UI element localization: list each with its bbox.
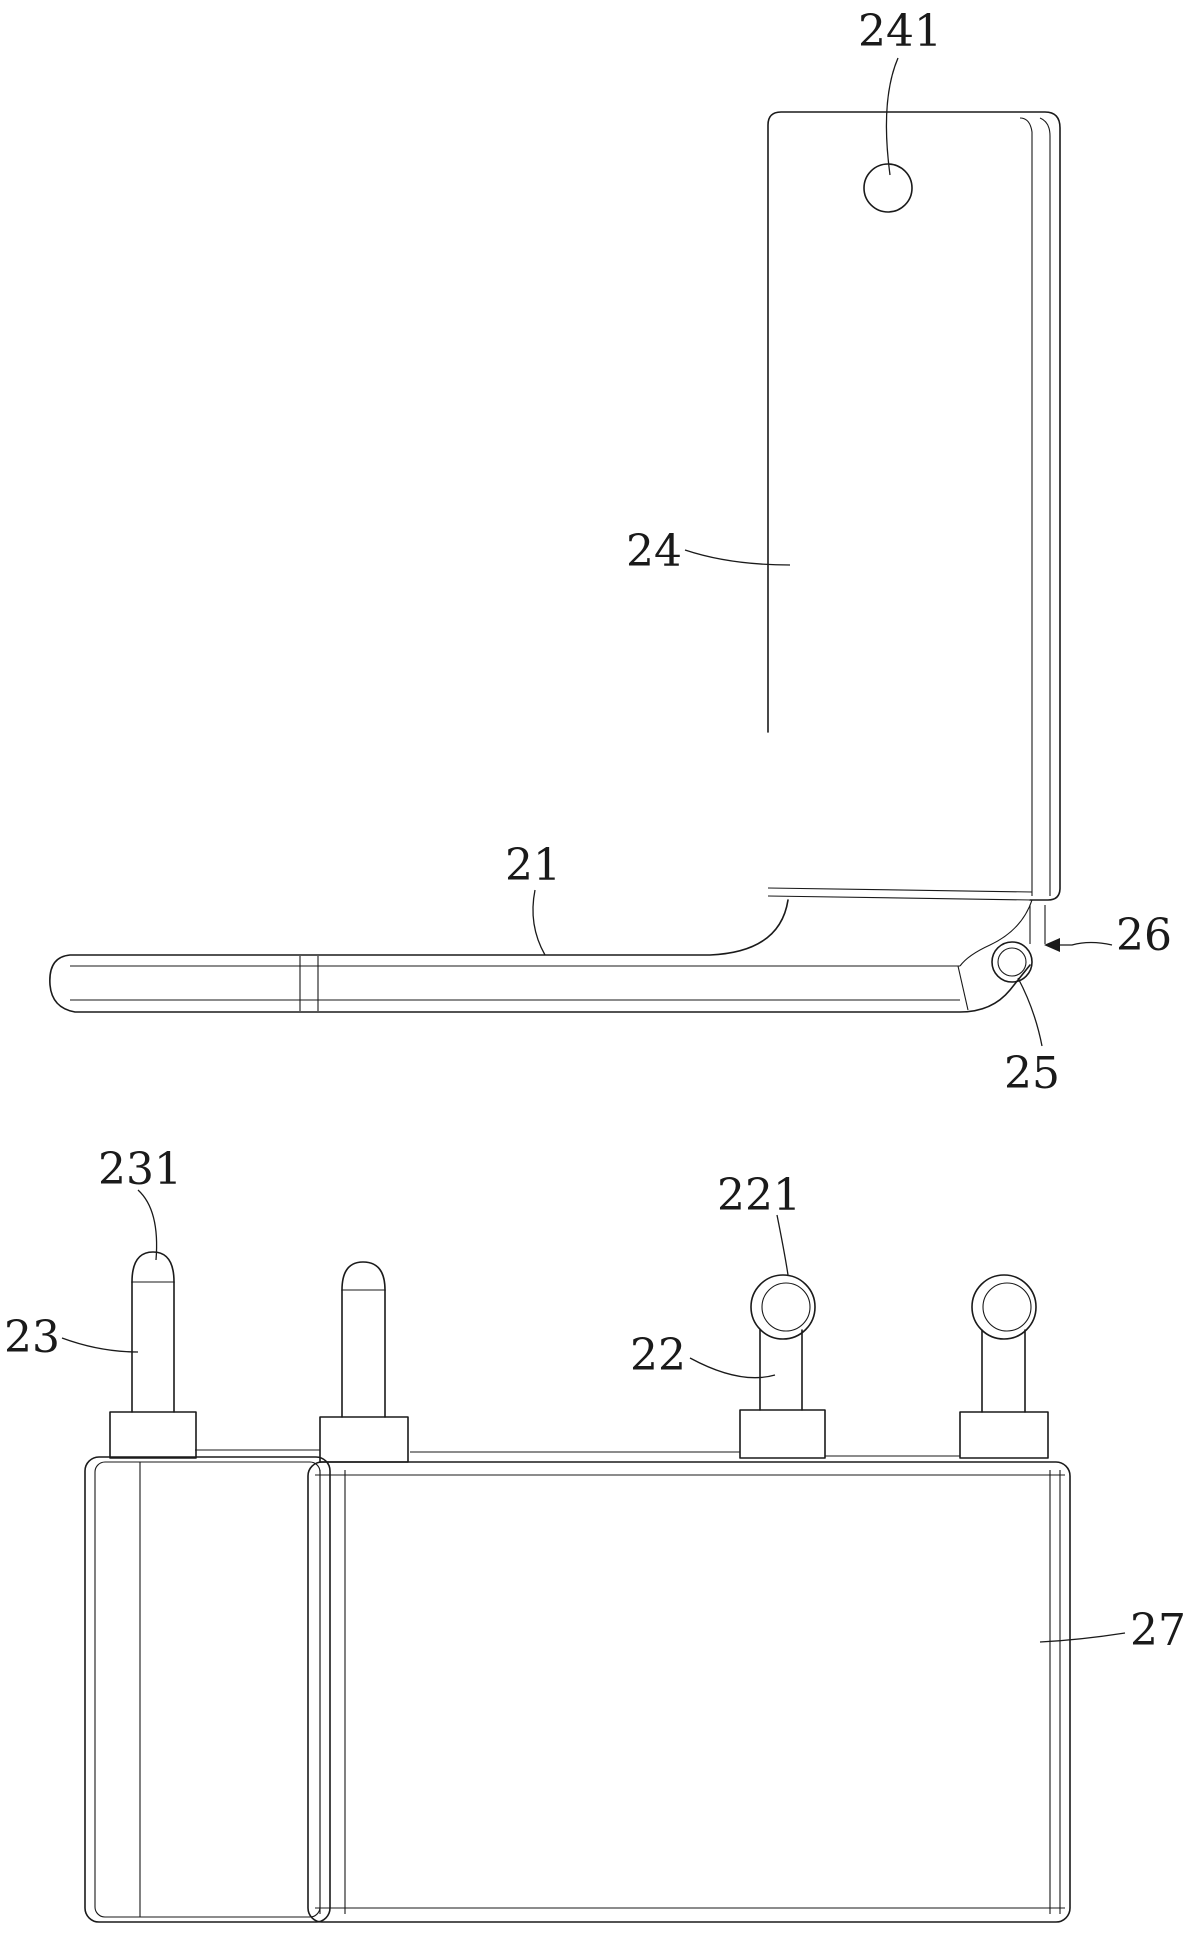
- base-block: [84, 1449, 1071, 1923]
- tube-b-left: [739, 1274, 826, 1459]
- hinge-pin: [991, 905, 1046, 983]
- label-231: 231: [98, 1144, 182, 1195]
- label-241: 241: [858, 6, 942, 57]
- label-221: 221: [717, 1170, 801, 1221]
- label-25: 25: [1004, 1048, 1060, 1099]
- label-23: 23: [4, 1312, 60, 1363]
- label-21: 21: [505, 840, 561, 891]
- tube-b-right: [959, 1274, 1049, 1459]
- label-27: 27: [1130, 1605, 1186, 1656]
- pin-a-left: [109, 1251, 197, 1459]
- label-26: 26: [1116, 910, 1172, 961]
- label-22: 22: [630, 1330, 686, 1381]
- hinge-arrow-head: [1044, 938, 1060, 952]
- upper-plate-hole: [863, 163, 913, 213]
- lower-plate: [49, 899, 1033, 1013]
- leader-lines: [61, 57, 1126, 1643]
- upper-plate: [767, 111, 1061, 901]
- pin-a-right: [319, 1261, 409, 1463]
- label-24: 24: [626, 526, 682, 577]
